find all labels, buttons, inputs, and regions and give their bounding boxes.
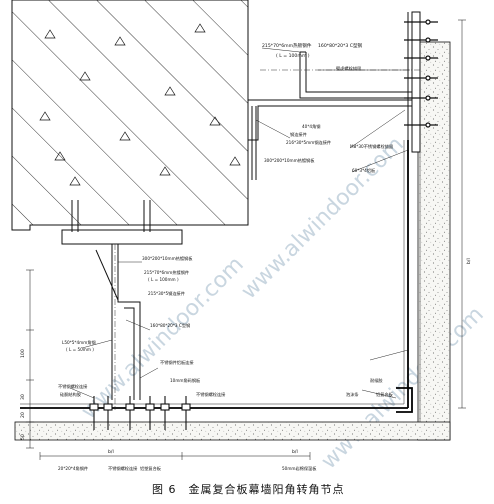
label-l-angle: L50*5*4mm角钢: [62, 339, 96, 346]
label-corner-plate: 300*200*10mm热镀钢板: [142, 255, 193, 262]
label-bolt-top: 壁虎螺栓锚固: [336, 65, 361, 72]
label-angle-40: 40*4角钢: [302, 123, 320, 130]
label-corner-bracket-len: ( L = 100mm ): [148, 277, 179, 282]
label-steel-strip: 不锈钢件铝板连接: [160, 359, 194, 366]
label-steel-piece: 215*30*5钢连接件: [148, 290, 185, 297]
dim-v-1: 100: [20, 349, 26, 358]
dim-bottom-right: b/l: [292, 449, 298, 455]
label-sealant-left: 硅酮结构胶: [60, 391, 81, 398]
label-top-bracket-size: 215*70*6mm热镀钢件: [262, 42, 312, 49]
label-backing-rod: 泡沫条: [346, 391, 359, 398]
leader-lines: [69, 47, 410, 399]
aggregate-marks: [39, 23, 241, 186]
label-corner-bracket: 215*70*6mm热镀钢件: [144, 269, 189, 276]
dimension-lines: [26, 19, 466, 460]
label-pad-bottom: 10mm角码钢板: [170, 377, 201, 384]
label-bolt-mid: 216*30*5mm钢连接件: [286, 139, 331, 146]
label-beam-300: 300*200*10mm热镀钢板: [264, 157, 315, 164]
insulation-right: [417, 41, 451, 441]
bottom-bolts: [89, 396, 191, 430]
label-stainless-bolt-bottom: 不锈钢螺栓连接: [58, 383, 88, 390]
concrete-wall-hatched: [11, 0, 249, 231]
insulation-bottom: [14, 421, 451, 441]
label-bottom-left-1: 20*20*4角钢件: [58, 465, 88, 472]
label-panel-bottom: 铝复合板: [376, 391, 394, 398]
label-steel-joint: 钢连接件: [290, 131, 307, 138]
dim-v-2: 30: [20, 394, 26, 400]
label-panel-60: 60*3*4铝板: [352, 167, 376, 174]
label-bolt-bottom: 不锈钢螺栓连接: [196, 391, 226, 398]
label-top-bracket-len: ( L = 100mm ): [276, 53, 310, 59]
figure-caption: 图 6 金属复合板幕墙阳角转角节点: [152, 482, 345, 496]
dim-v-3: 20: [20, 412, 26, 418]
cladding-panel: [20, 140, 413, 413]
label-m8-bolt: M8*30不锈钢螺栓锚固: [350, 143, 393, 150]
left-vertical-frame: [61, 200, 183, 410]
label-bottom-left-2: 不锈钢螺栓连接: [108, 465, 138, 472]
dim-v-4: 50: [20, 434, 26, 440]
dim-v-right: b/l: [466, 258, 472, 264]
upper-anchor-assembly: [248, 11, 438, 180]
label-bottom-left-3: 铝塑复合板: [140, 465, 162, 472]
label-seal-right: 耐候胶: [370, 377, 383, 384]
label-c-steel: 160*80*20*3 C型钢: [150, 322, 190, 329]
dim-bottom-left: b/l: [108, 449, 114, 455]
label-l-angle-len: ( L = 50mm ): [66, 347, 94, 352]
label-bottom-right: 50mm岩棉保温板: [282, 465, 317, 472]
label-top-channel: 160*80*20*3 C型钢: [318, 42, 363, 49]
watermark-2: www.alwindoor.com: [237, 132, 409, 304]
